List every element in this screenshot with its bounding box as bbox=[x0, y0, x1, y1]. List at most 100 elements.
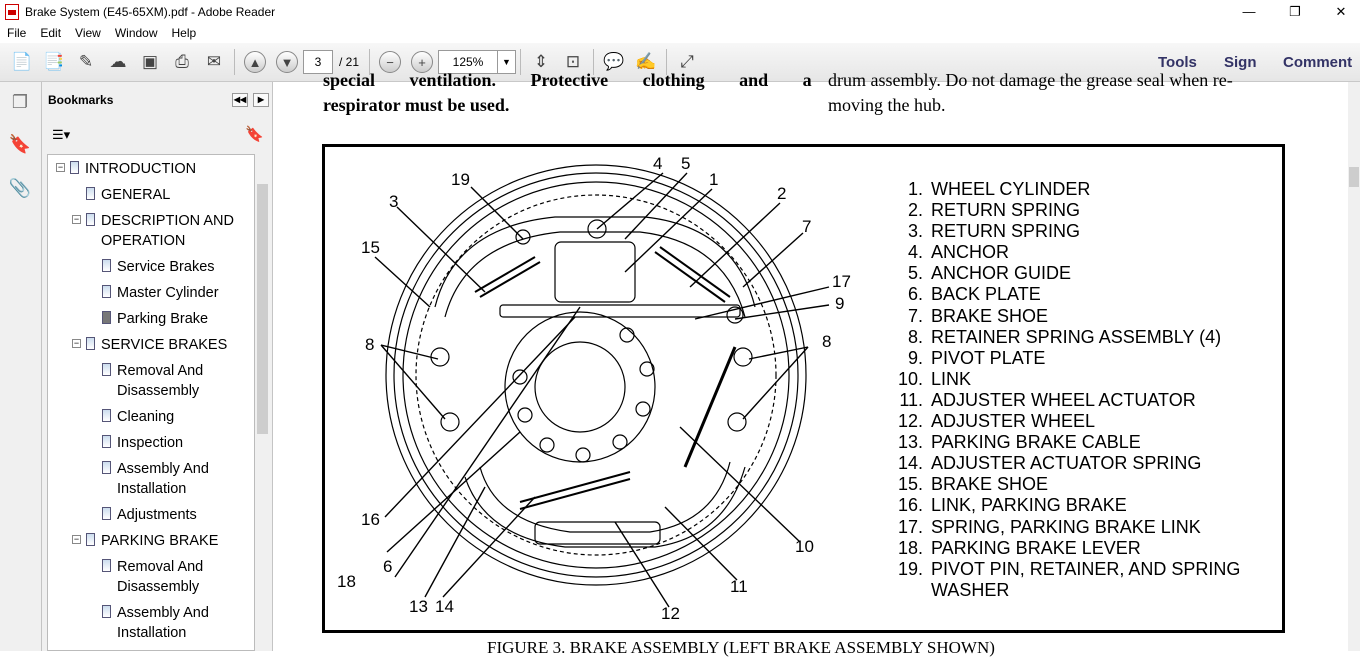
menu-view[interactable]: View bbox=[75, 26, 101, 40]
bookmark-icon bbox=[102, 285, 111, 298]
brake-assembly-diagram: 4 5 1 2 7 19 3 15 8 8 17 9 10 11 12 16 6… bbox=[337, 154, 851, 623]
bookmark-icon bbox=[70, 161, 79, 174]
legend-row: 16.LINK, PARKING BRAKE bbox=[897, 495, 1127, 516]
legend-row: 1.WHEEL CYLINDER bbox=[907, 179, 1091, 199]
bookmark-item[interactable]: GENERAL bbox=[86, 185, 170, 205]
zoom-level-input[interactable]: 125% bbox=[438, 50, 499, 74]
legend-row: 5.ANCHOR GUIDE bbox=[907, 263, 1072, 284]
legend-row: 4.ANCHOR bbox=[907, 242, 1010, 263]
bookmark-item[interactable]: Assembly And Installation bbox=[102, 459, 232, 499]
zoom-dropdown-icon[interactable]: ▼ bbox=[498, 50, 517, 74]
body-text-left-1: special ventilation. Protective clothing… bbox=[323, 70, 812, 90]
title-bar: Brake System (E45-65XM).pdf - Adobe Read… bbox=[0, 0, 1360, 23]
bookmark-item[interactable]: Adjustments bbox=[102, 505, 197, 525]
scrollbar-thumb[interactable] bbox=[1349, 167, 1359, 187]
page-thumbnails-icon[interactable]: ❐ bbox=[11, 91, 29, 112]
callout-11: 11 bbox=[730, 577, 748, 596]
bookmark-options-icon[interactable]: ☰▾ bbox=[52, 127, 71, 142]
body-text-right-2: moving the hub. bbox=[828, 95, 946, 115]
scrollbar-thumb[interactable] bbox=[257, 184, 268, 434]
bookmark-item[interactable]: Removal And Disassembly bbox=[102, 557, 232, 597]
legend-row: 9.PIVOT PLATE bbox=[907, 347, 1046, 368]
callout-1: 1 bbox=[709, 170, 718, 189]
callout-16: 16 bbox=[361, 510, 380, 529]
body-text-right-1: drum assembly. Do not damage the grease … bbox=[828, 70, 1233, 90]
document-scrollbar[interactable] bbox=[1348, 82, 1360, 651]
bookmark-icon bbox=[86, 337, 95, 350]
bookmark-item[interactable]: −DESCRIPTION AND OPERATION bbox=[72, 213, 234, 249]
sign-pane-button[interactable]: Sign bbox=[1224, 54, 1257, 71]
comment-icon[interactable]: 💬 bbox=[603, 52, 625, 71]
callout-5: 5 bbox=[681, 154, 690, 173]
collapse-icon[interactable]: − bbox=[56, 162, 65, 172]
attachments-icon[interactable]: 📎 bbox=[8, 177, 32, 198]
collapse-icon[interactable]: − bbox=[72, 534, 81, 544]
bookmark-item[interactable]: Removal And Disassembly bbox=[102, 361, 232, 401]
figure-brake-assembly: 4 5 1 2 7 19 3 15 8 8 17 9 10 11 12 16 6… bbox=[322, 144, 1285, 633]
bookmark-icon bbox=[102, 559, 111, 572]
export-pdf-icon[interactable]: 📑 bbox=[43, 52, 65, 71]
bookmark-item[interactable]: Inspection bbox=[102, 433, 183, 453]
next-page-icon[interactable]: ▼ bbox=[276, 51, 298, 73]
toolbar: 📄 📑 ✎ ☁ ▣ ⎙ ✉ ▲ ▼ 3 / 21 − + 125% ▼ ⇕ ⊡ … bbox=[0, 43, 1360, 82]
restore-button[interactable]: ❐ bbox=[1289, 3, 1301, 19]
bookmark-item[interactable]: Cleaning bbox=[102, 407, 174, 427]
previous-page-icon[interactable]: ▲ bbox=[244, 51, 266, 73]
legend-row: 10.LINK bbox=[897, 368, 972, 389]
bookmarks-icon[interactable]: 🔖 bbox=[8, 133, 32, 154]
scroll-mode-icon[interactable]: ⇕ bbox=[533, 52, 549, 71]
tools-pane-button[interactable]: Tools bbox=[1158, 54, 1197, 71]
body-text-left-2: respirator must be used. bbox=[323, 95, 510, 115]
print-icon[interactable]: ⎙ bbox=[175, 52, 189, 71]
email-icon[interactable]: ✉ bbox=[206, 52, 222, 71]
close-button[interactable]: ✕ bbox=[1335, 3, 1347, 19]
legend-row: 3.RETURN SPRING bbox=[907, 221, 1081, 242]
collapse-icon[interactable]: − bbox=[72, 214, 81, 224]
zoom-out-icon[interactable]: − bbox=[379, 51, 402, 73]
legend-row: 8.RETAINER SPRING ASSEMBLY (4) bbox=[907, 326, 1222, 347]
bookmark-item[interactable]: Parking Brake bbox=[102, 309, 208, 329]
navigation-rail: ❐ 🔖 📎 bbox=[0, 82, 42, 651]
new-bookmark-icon[interactable]: 🔖 bbox=[245, 126, 264, 143]
bookmarks-scrollbar[interactable] bbox=[255, 154, 270, 651]
bookmark-item[interactable]: −SERVICE BRAKES bbox=[72, 337, 228, 353]
panel-options-icon[interactable]: ▶ bbox=[253, 93, 269, 107]
bookmark-item[interactable]: Service Brakes bbox=[102, 257, 215, 277]
edit-pdf-icon[interactable]: ✎ bbox=[78, 52, 94, 71]
fit-page-icon[interactable]: ⊡ bbox=[565, 52, 581, 71]
collapse-icon[interactable]: − bbox=[72, 338, 81, 348]
callout-12: 12 bbox=[661, 604, 680, 623]
menu-edit[interactable]: Edit bbox=[40, 26, 62, 40]
bookmark-item[interactable]: −PARKING BRAKE bbox=[72, 533, 219, 549]
menu-help[interactable]: Help bbox=[171, 26, 197, 40]
menu-window[interactable]: Window bbox=[114, 26, 158, 40]
minimize-button[interactable]: — bbox=[1242, 4, 1256, 19]
callout-7: 7 bbox=[802, 217, 811, 236]
callout-3: 3 bbox=[389, 192, 398, 211]
cloud-upload-icon[interactable]: ☁ bbox=[109, 52, 127, 71]
highlight-icon[interactable]: ✍ bbox=[635, 52, 657, 71]
menu-bar: File Edit View Window Help bbox=[0, 23, 1360, 43]
bookmark-icon bbox=[102, 363, 111, 376]
bookmarks-panel: Bookmarks ◀◀ ▶ ☰▾ 🔖 −INTRODUCTION GENERA… bbox=[42, 82, 273, 651]
callout-9: 9 bbox=[835, 294, 844, 313]
bookmarks-tree: −INTRODUCTION GENERAL −DESCRIPTION AND O… bbox=[47, 154, 255, 651]
parts-legend: 1.WHEEL CYLINDER 2.RETURN SPRING 3.RETUR… bbox=[893, 179, 1240, 601]
page-number-input[interactable]: 3 bbox=[303, 50, 333, 74]
document-view[interactable]: special ventilation. Protective clothing… bbox=[273, 70, 1348, 657]
menu-file[interactable]: File bbox=[7, 26, 27, 40]
zoom-in-icon[interactable]: + bbox=[411, 51, 434, 73]
full-screen-icon[interactable]: ⤢ bbox=[680, 52, 694, 71]
callout-8-right: 8 bbox=[822, 332, 831, 351]
bookmark-item[interactable]: −INTRODUCTION bbox=[56, 161, 197, 177]
collapse-panel-icon[interactable]: ◀◀ bbox=[232, 93, 248, 107]
pdf-file-icon bbox=[5, 3, 19, 20]
bookmark-item[interactable]: Master Cylinder bbox=[102, 283, 219, 303]
create-pdf-icon[interactable]: 📄 bbox=[11, 52, 33, 71]
callout-15: 15 bbox=[361, 238, 380, 257]
comment-pane-button[interactable]: Comment bbox=[1283, 54, 1353, 71]
bookmark-item[interactable]: Assembly And Installation bbox=[102, 603, 232, 643]
save-icon[interactable]: ▣ bbox=[141, 52, 159, 71]
legend-row: 13.PARKING BRAKE CABLE bbox=[897, 432, 1141, 453]
legend-row: 15.BRAKE SHOE bbox=[897, 474, 1049, 495]
